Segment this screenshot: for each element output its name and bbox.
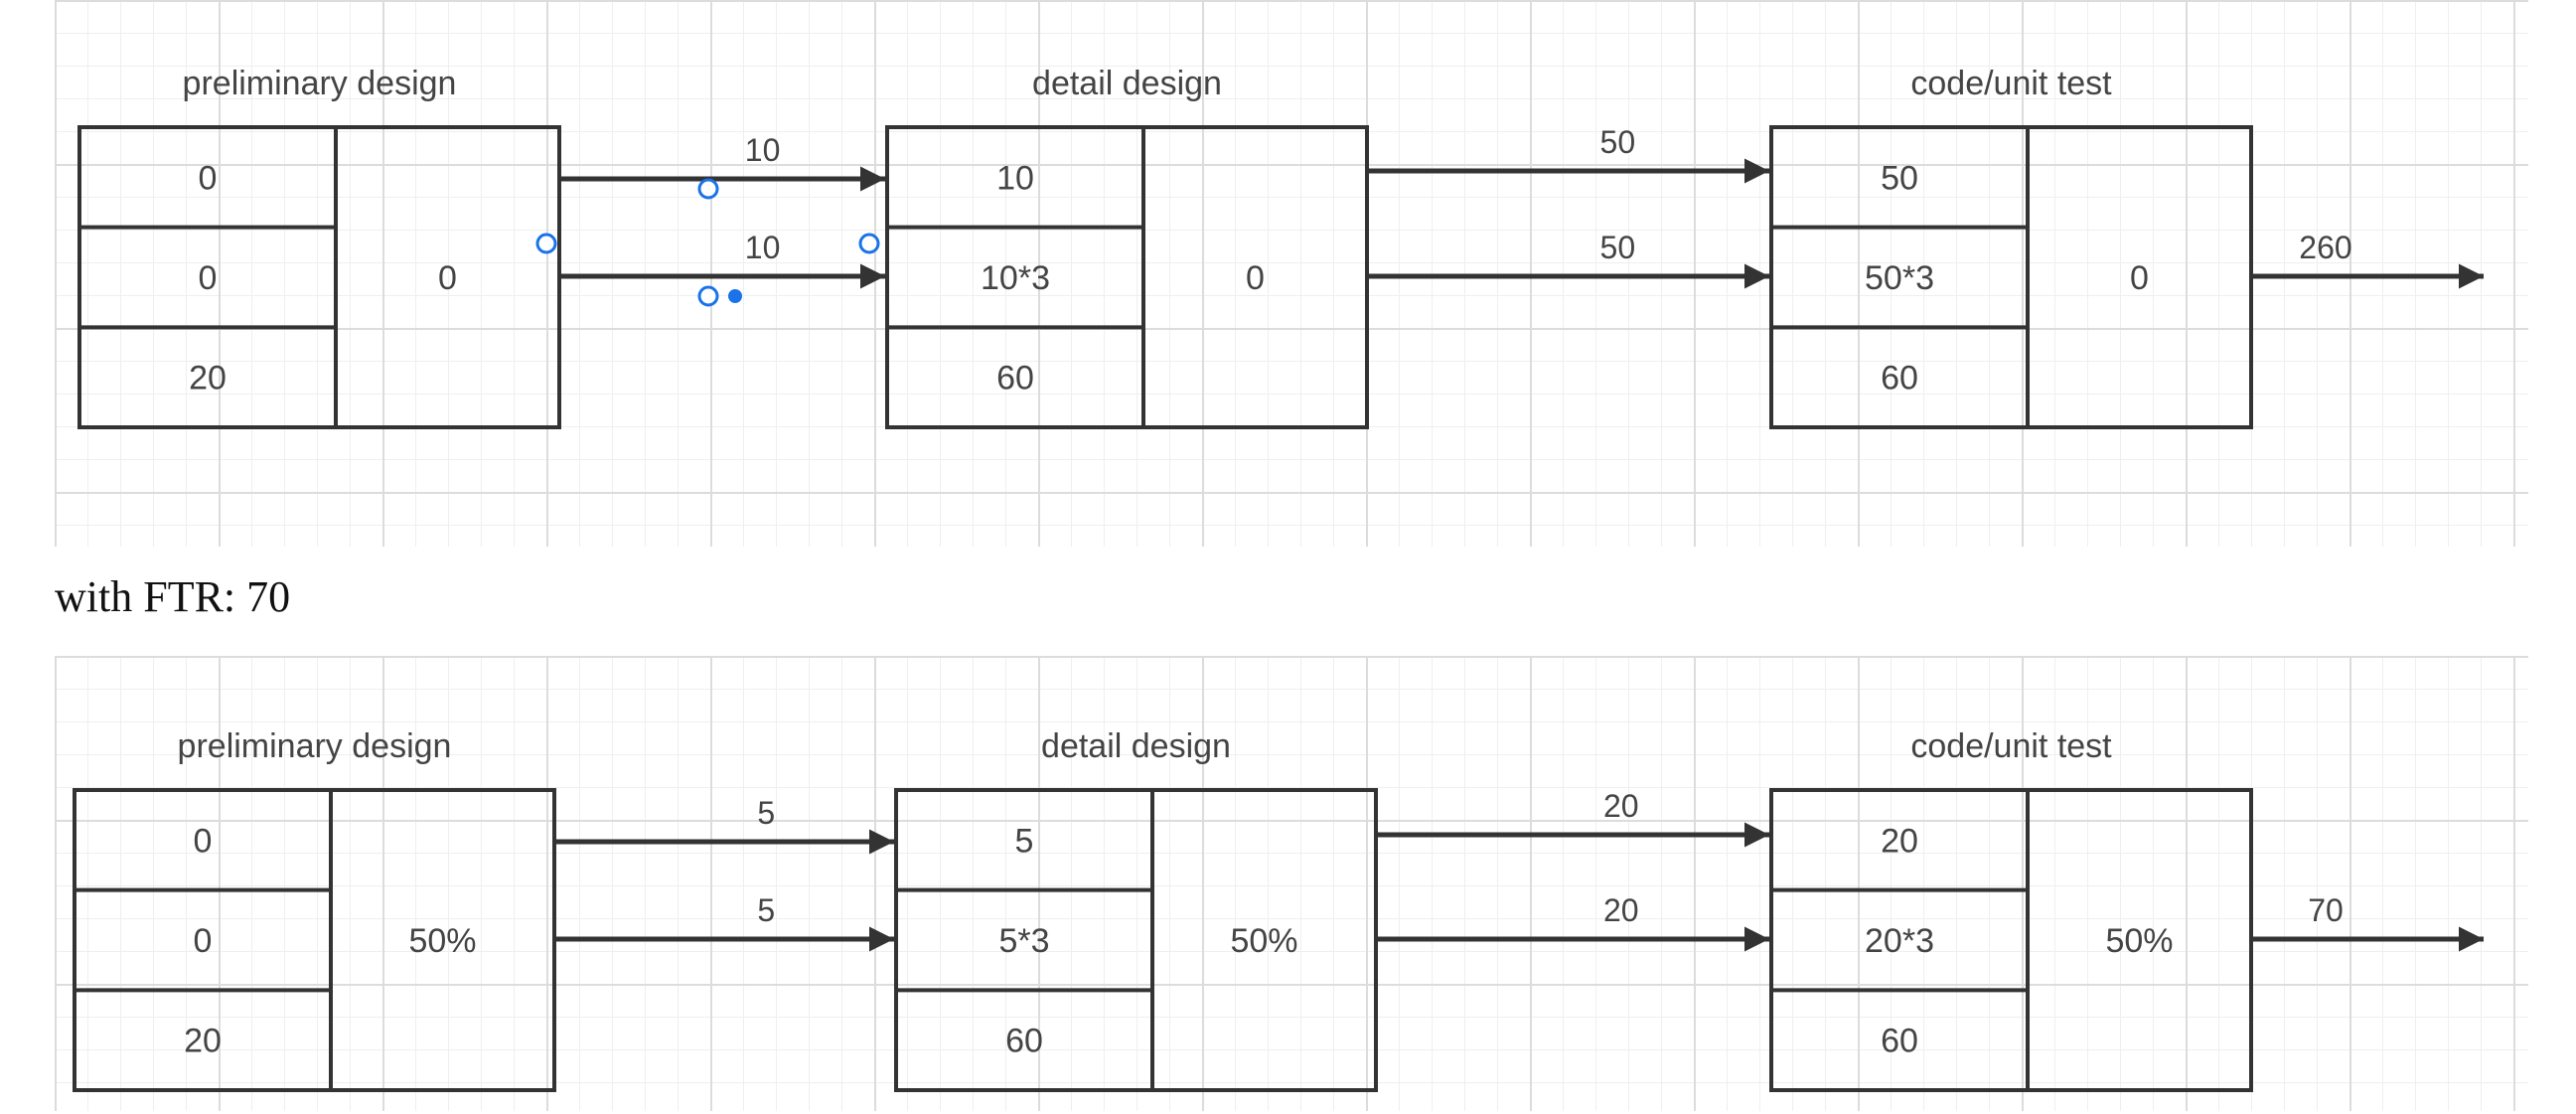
- arrow-bottom-label: 5: [757, 892, 775, 928]
- stage-title: preliminary design: [183, 65, 457, 102]
- stage-box: [894, 788, 1378, 1092]
- stage-1[interactable]: preliminary design 0 0 20 0: [77, 65, 561, 429]
- connection-handle[interactable]: [535, 233, 557, 254]
- arrow-top-label: 5: [757, 795, 775, 831]
- arrow-top-label: 20: [1603, 788, 1639, 824]
- diagram-canvas-bottom: [55, 656, 2528, 1111]
- stage-1[interactable]: preliminary design 0 0 20 50%: [73, 727, 556, 1092]
- stage-side-value: 50%: [408, 922, 476, 960]
- stage-3[interactable]: code/unit test 20 20*3 60 50%: [1769, 727, 2253, 1092]
- stage-cell: 20*3: [1865, 922, 1934, 960]
- stage-cell: 60: [996, 360, 1034, 398]
- stage-cell: 50*3: [1865, 259, 1934, 297]
- stage-side-value: 0: [2130, 259, 2149, 297]
- stage-cell: 20: [1881, 822, 1918, 860]
- stage-box: [885, 125, 1369, 429]
- stage-cell: 20: [184, 1023, 222, 1060]
- diagram-canvas-top: [55, 0, 2528, 547]
- connection-handle[interactable]: [697, 285, 719, 307]
- connector-2[interactable]: 50 50: [1367, 124, 1769, 289]
- connection-handle[interactable]: [858, 233, 880, 254]
- stage-cell: 5*3: [998, 922, 1049, 960]
- arrow-bottom-label: 20: [1603, 892, 1639, 928]
- arrow-top-label: 50: [1600, 124, 1636, 160]
- stage-cell: 5: [1015, 822, 1034, 860]
- stage-cell: 0: [199, 259, 218, 297]
- stage-box: [73, 788, 556, 1092]
- stage-cell: 20: [189, 360, 227, 398]
- stage-side-value: 50%: [1230, 922, 1297, 960]
- stage-3[interactable]: code/unit test 50 50*3 60 0: [1769, 65, 2253, 429]
- stage-box: [1769, 125, 2253, 429]
- stage-cell: 50: [1881, 159, 1918, 197]
- connector-1[interactable]: 55: [554, 795, 894, 952]
- stage-cell: 60: [1881, 360, 1918, 398]
- stage-2[interactable]: detail design 5 5*3 60 50%: [894, 727, 1378, 1092]
- stage-cell: 10: [996, 159, 1034, 197]
- output-connector[interactable]: 260: [2251, 230, 2484, 289]
- arrow-top-label: 10: [745, 132, 781, 168]
- connector-1[interactable]: 10 10: [559, 132, 885, 289]
- stage-side-value: 0: [438, 259, 457, 297]
- stage-cell: 10*3: [981, 259, 1050, 297]
- arrow-bottom-label: 50: [1600, 230, 1636, 265]
- stage-cell: 0: [194, 922, 213, 960]
- stage-title: code/unit test: [1910, 65, 2112, 102]
- stage-box: [1769, 788, 2253, 1092]
- stage-box: [77, 125, 561, 429]
- active-handle[interactable]: [728, 289, 742, 303]
- output-label: 260: [2299, 230, 2351, 265]
- output-label: 70: [2308, 892, 2344, 928]
- arrow-bottom-label: 10: [745, 230, 781, 265]
- output-connector[interactable]: 70: [2251, 892, 2484, 952]
- selection-handles[interactable]: [535, 178, 880, 307]
- stage-title: code/unit test: [1910, 727, 2112, 765]
- stage-title: preliminary design: [178, 727, 452, 765]
- ftr-caption: with FTR: 70: [55, 572, 291, 621]
- stage-title: detail design: [1032, 65, 1222, 102]
- stage-cell: 60: [1881, 1023, 1918, 1060]
- stage-cell: 60: [1005, 1023, 1043, 1060]
- stage-side-value: 50%: [2105, 922, 2173, 960]
- connection-handle[interactable]: [697, 178, 719, 200]
- stage-title: detail design: [1041, 727, 1231, 765]
- stage-side-value: 0: [1246, 259, 1265, 297]
- stage-cell: 0: [194, 822, 213, 860]
- stage-cell: 0: [199, 159, 218, 197]
- stage-2[interactable]: detail design 10 10*3 60 0: [885, 65, 1369, 429]
